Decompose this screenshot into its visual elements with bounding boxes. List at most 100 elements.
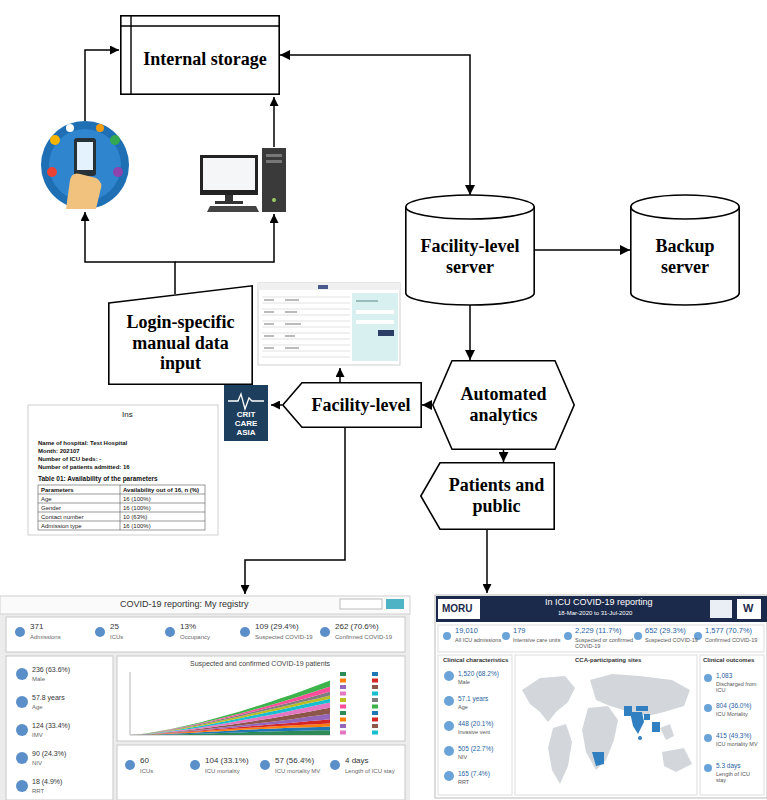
screenshot-text: Age [41, 496, 52, 503]
screenshot-text: In ICU COVID-19 reporting [545, 598, 653, 608]
screenshot-text: ICUs [140, 768, 153, 775]
screenshot-text: 104 (33.1%) [205, 757, 249, 766]
screenshot-text: 1,520 (68.2%) [458, 670, 499, 677]
report-screenshot [28, 405, 218, 535]
screenshot-text: 60 [140, 757, 149, 766]
screenshot-text: 18 (4.9%) [32, 778, 62, 786]
chart-key-swatch [372, 692, 378, 696]
screenshot-text: ICUs [110, 634, 123, 641]
chart-legend-swatches [340, 672, 378, 735]
flow-node: Backup server [630, 195, 740, 305]
flow-node: Patients and public [420, 462, 555, 530]
screenshot-text: CRIT CARE ASIA [226, 411, 266, 437]
screenshot-text: IMV [32, 732, 43, 739]
screenshot-text: Male [32, 676, 45, 683]
screenshot-text: NIV [458, 754, 467, 760]
screenshot-text: 804 (36.0%) [716, 702, 751, 709]
screenshot-text: Number of patients admitted: 16 [38, 464, 130, 471]
screenshot-text: 2,229 (11.7%) [575, 627, 622, 635]
screenshot-text: Clinical characteristics [443, 657, 508, 664]
chart-key-swatch [340, 692, 346, 696]
node-text: Facility-level [312, 395, 411, 416]
chart-key-swatch [372, 698, 378, 702]
flow-arrow [280, 55, 470, 195]
screenshot-text: Confirmed COVID-19 [705, 637, 757, 643]
screenshot-text: Length of ICU stay [345, 768, 395, 775]
cca-logo [224, 385, 268, 441]
node-text: Facility-level server [414, 236, 526, 277]
chart-key-swatch [372, 724, 378, 728]
mobile-icon [41, 121, 129, 209]
screenshot-text: 165 (7.4%) [458, 770, 490, 777]
screenshot-text: Admissions [30, 634, 61, 641]
screenshot-text: W [743, 602, 753, 614]
screenshot-text: 124 (33.4%) [32, 722, 70, 730]
chart-key-swatch [340, 679, 346, 683]
screenshot-text: 4 days [345, 757, 369, 766]
chart-key-swatch [340, 718, 346, 722]
screenshot-text: Suspected COVID-19 [645, 637, 698, 643]
world-map [522, 674, 692, 784]
screenshot-text: Contact number [41, 514, 84, 521]
screenshot-text: ICU mortality [205, 768, 240, 775]
screenshot-text: ICU Mortality [716, 711, 761, 717]
screenshot-text: ICU mortality MV [716, 741, 761, 747]
screenshot-text: NIV [32, 760, 42, 767]
screenshot-text: CCA-participating sites [575, 657, 641, 664]
computer-icon [200, 148, 286, 212]
screenshot-text: MORU [442, 603, 473, 614]
screenshot-text: Table 01: Availability of the parameters [38, 475, 158, 482]
screenshot-text: 57 (56.4%) [275, 757, 314, 766]
screenshot-text: 57.1 years [458, 695, 488, 702]
screenshot-text: Suspected COVID-19 [255, 634, 313, 641]
stacked-area-chart [130, 680, 330, 735]
screenshot-text: 448 (20.1%) [458, 720, 493, 727]
screenshot-text: Admission type [41, 523, 82, 530]
node-text: Patients and public [447, 475, 546, 516]
chart-key-swatch [372, 672, 378, 676]
node-text: Backup server [639, 236, 731, 277]
screenshot-text: Occupancy [180, 634, 210, 641]
screenshot-text: 1,577 (70.7%) [705, 627, 752, 635]
chart-key-swatch [372, 679, 378, 683]
screenshot-text: 13% [180, 623, 196, 632]
node-text: Login-specific manual data input [119, 312, 242, 374]
screenshot-text: Clinical outcomes [703, 657, 754, 664]
screenshot-text: 90 (24.3%) [32, 750, 66, 758]
screenshot-text: RRT [32, 788, 44, 795]
flow-arrow [469, 305, 471, 360]
screenshot-text: 415 (49.3%) [716, 732, 751, 739]
flow-node: Facility-level [282, 382, 422, 428]
screenshot-text: Age [458, 704, 468, 710]
screenshot-text: 371 [30, 623, 43, 632]
screenshot-text: All ICU admissions [455, 637, 501, 643]
screenshot-text: 19,010 [455, 627, 478, 635]
chart-key-swatch [372, 705, 378, 709]
screenshot-text: Parameters [41, 487, 74, 494]
screenshot-text: Suspected or confirmed COVID-19 [575, 637, 635, 649]
flow-arrow [503, 450, 505, 462]
chart-key-swatch [340, 685, 346, 689]
chart-key-swatch [340, 705, 346, 709]
screenshot-text: Month: 202107 [38, 448, 80, 455]
screenshot-text: Ins [122, 411, 133, 420]
screenshot-text: RRT [458, 779, 469, 785]
flow-arrow [535, 249, 630, 251]
screenshot-text: Name of hospital: Test Hospital [38, 440, 127, 447]
chart-key-swatch [340, 672, 346, 676]
screenshot-text: 652 (29.3%) [645, 627, 686, 635]
screenshot-text: 236 (63.6%) [32, 666, 70, 674]
screenshot-text: ICU mortality MV [275, 768, 320, 775]
screenshot-text: 16 (100%) [123, 523, 151, 530]
screenshot-text: 262 (70.6%) [335, 623, 379, 632]
facility-dashboard [0, 596, 410, 800]
chart-key-swatch [340, 711, 346, 715]
screenshot-text: Intensive care units [513, 637, 560, 643]
flow-node: Facility-level server [405, 195, 535, 305]
screenshot-text: Age [32, 704, 43, 711]
node-text: Internal storage [143, 49, 266, 70]
screenshot-text: 18-Mar-2020 to 31-Jul-2020 [558, 610, 632, 617]
screenshot-text: 10 (63%) [123, 514, 147, 521]
screenshot-text: Availability out of 16, n (%) [123, 487, 199, 494]
